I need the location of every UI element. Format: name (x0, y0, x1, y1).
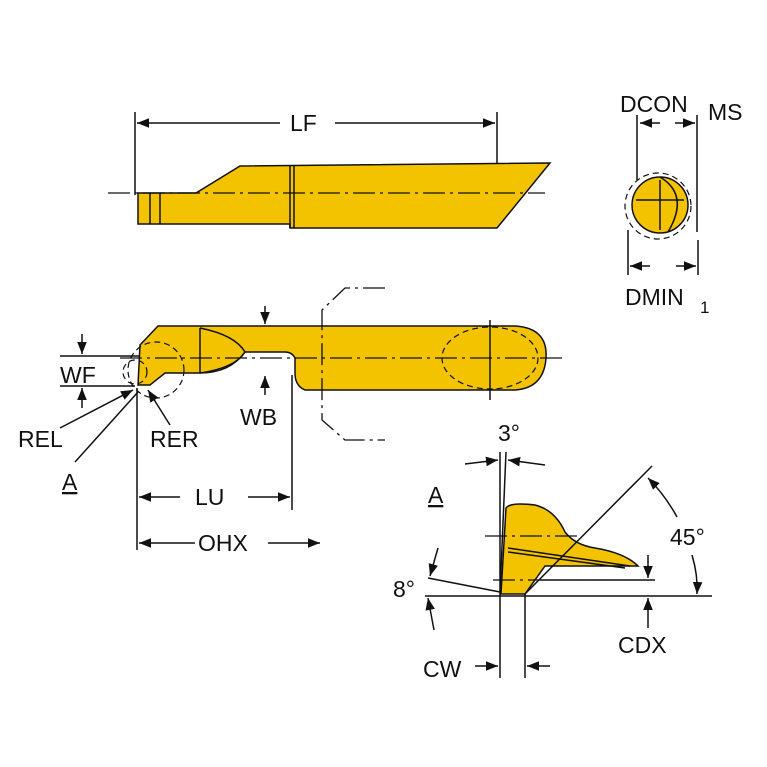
angle-8-label: 8° (393, 576, 415, 602)
cw-label: CW (423, 656, 462, 682)
lf-label: LF (290, 110, 317, 136)
detail-a-label: A (428, 482, 444, 508)
dmin-subscript: 1 (700, 298, 709, 317)
rer-label: RER (150, 426, 199, 452)
top-view: LF (108, 110, 552, 229)
tool-top-shape (137, 162, 552, 229)
dcon-label: DCON (620, 91, 688, 117)
detail-a-view: A 3° 45° CDX 8° CW (393, 420, 712, 682)
angle-45-label: 45° (670, 524, 705, 550)
angle-3-label: 3° (498, 420, 520, 446)
rel-detail-circle (122, 359, 148, 385)
cdx-label: CDX (618, 632, 667, 658)
dmin-label: DMIN (625, 284, 684, 310)
wf-label: WF (60, 362, 96, 388)
lu-label: LU (195, 484, 224, 510)
side-view: WB WF REL RER A LU OHX (18, 287, 565, 556)
dcon-subscript: MS (708, 99, 743, 125)
rel-label: REL (18, 426, 63, 452)
view-a-label: A (62, 469, 78, 495)
wb-label: WB (240, 404, 277, 430)
ohx-label: OHX (198, 530, 248, 556)
end-view: DCON MS DMIN 1 (620, 91, 743, 317)
